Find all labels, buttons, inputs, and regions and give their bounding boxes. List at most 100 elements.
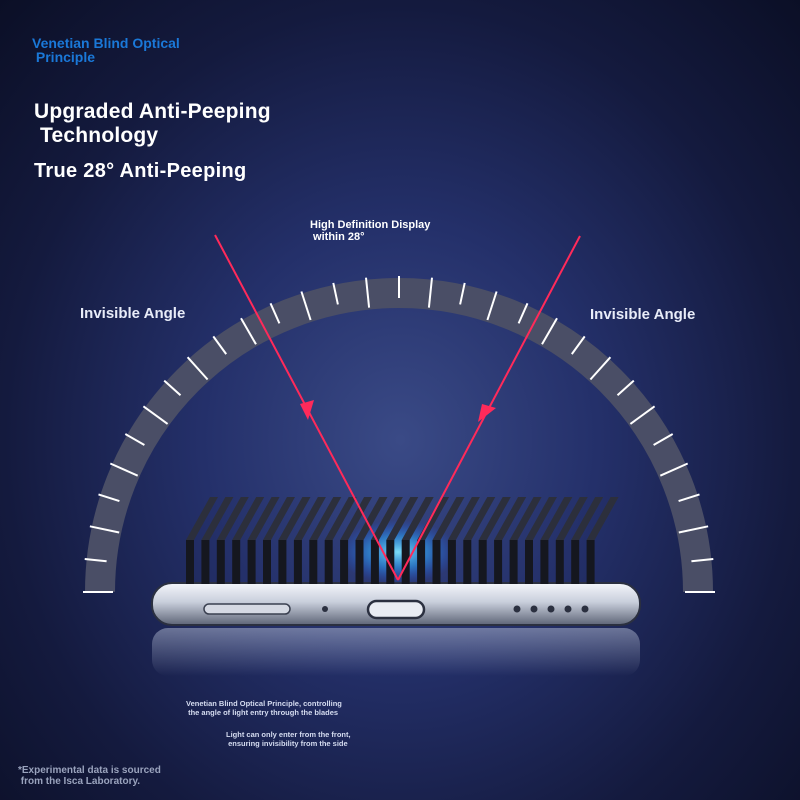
blade-top <box>309 497 342 540</box>
blade <box>386 540 395 584</box>
arc-tick <box>678 493 700 503</box>
arc-tick <box>629 405 656 425</box>
blade <box>586 540 595 584</box>
blade-top <box>494 497 527 540</box>
blade <box>401 540 410 584</box>
blade-top <box>571 497 604 540</box>
blade <box>278 540 287 584</box>
arc-tick <box>678 525 709 534</box>
blade <box>447 540 456 584</box>
blade-top <box>555 497 588 540</box>
blade <box>247 540 256 584</box>
front-light-caption: Light can only enter from the front, ens… <box>226 730 351 748</box>
blade <box>324 540 333 584</box>
blade-top <box>386 497 419 540</box>
arc-tick <box>427 277 433 308</box>
lab-footnote: *Experimental data is sourced from the I… <box>18 765 161 787</box>
kicker-title: Venetian Blind Optical Principle <box>32 35 180 65</box>
blade-top <box>355 497 388 540</box>
arc-tick <box>332 282 339 305</box>
blade <box>309 540 318 584</box>
arc-tick <box>142 405 169 425</box>
blade-top <box>263 497 295 540</box>
blade <box>571 540 580 584</box>
arc-tick <box>300 291 312 321</box>
blade-top <box>324 497 357 540</box>
blade <box>232 540 241 584</box>
arc-tick <box>98 493 120 503</box>
blades-caption: Venetian Blind Optical Principle, contro… <box>186 699 342 717</box>
blade <box>494 540 503 584</box>
blade <box>463 540 472 584</box>
blade <box>263 540 271 584</box>
blade-top <box>278 497 311 540</box>
blade-top <box>401 497 434 540</box>
blade-top <box>247 497 280 540</box>
phone-speaker-slot <box>203 603 291 615</box>
hd-display-label: High Definition Display within 28° <box>310 219 431 243</box>
invisible-angle-left-label: Invisible Angle <box>80 305 186 322</box>
arc-tick <box>691 558 714 563</box>
angle-ticks <box>83 276 715 593</box>
screen-glow <box>338 520 458 584</box>
arc-tick <box>589 356 612 381</box>
arrow-left-icon <box>300 400 314 420</box>
phone-reflection <box>152 628 640 676</box>
blade <box>555 540 564 584</box>
blade <box>417 540 426 584</box>
blade-top <box>232 497 265 540</box>
arc-tick <box>365 277 371 308</box>
blade-top <box>293 497 326 540</box>
arc-tick <box>186 356 209 381</box>
arc-tick <box>459 282 466 305</box>
arc-tick <box>486 291 498 321</box>
blade-top <box>432 497 465 540</box>
invisible-angle-right-label: Invisible Angle <box>590 306 696 323</box>
blade <box>525 540 533 584</box>
blade <box>186 540 194 584</box>
headline: Upgraded Anti-Peeping Technology <box>34 100 271 147</box>
subheadline: True 28° Anti-Peeping <box>34 160 247 182</box>
arc-tick <box>163 379 182 397</box>
blade-top <box>340 497 373 540</box>
blade <box>340 540 349 584</box>
venetian-blind-blades <box>186 497 619 584</box>
blade-top <box>509 497 542 540</box>
blade <box>478 540 487 584</box>
blade-top <box>447 497 480 540</box>
arc-tick <box>616 379 635 397</box>
blade <box>540 540 549 584</box>
blade-top <box>463 497 496 540</box>
arrow-right-icon <box>478 404 496 422</box>
speaker-grille <box>513 605 589 613</box>
usb-c-port <box>366 599 426 620</box>
arc-tick <box>109 462 139 477</box>
blade-top <box>540 497 573 540</box>
blade-top <box>525 497 557 540</box>
blade-top <box>186 497 218 540</box>
arc-tick <box>124 433 145 446</box>
arc-tick <box>517 302 529 324</box>
blade-top <box>216 497 249 540</box>
arc-tick <box>653 433 674 446</box>
arc-tick <box>269 302 281 324</box>
blade <box>216 540 225 584</box>
blade <box>509 540 518 584</box>
blade <box>201 540 210 584</box>
arc-tick <box>541 317 558 345</box>
arc-tick <box>84 558 107 563</box>
arc-tick <box>659 462 689 477</box>
blade <box>370 540 379 584</box>
blade <box>432 540 441 584</box>
arc-tick <box>240 317 257 345</box>
blade-top <box>370 497 403 540</box>
blade <box>355 540 364 584</box>
arc-tick <box>89 525 120 534</box>
arc-tick <box>570 335 586 355</box>
blade-top <box>201 497 234 540</box>
blade-top <box>586 497 619 540</box>
blade-top <box>478 497 511 540</box>
phone-mic-hole <box>322 606 328 612</box>
arc-tick <box>212 335 228 355</box>
